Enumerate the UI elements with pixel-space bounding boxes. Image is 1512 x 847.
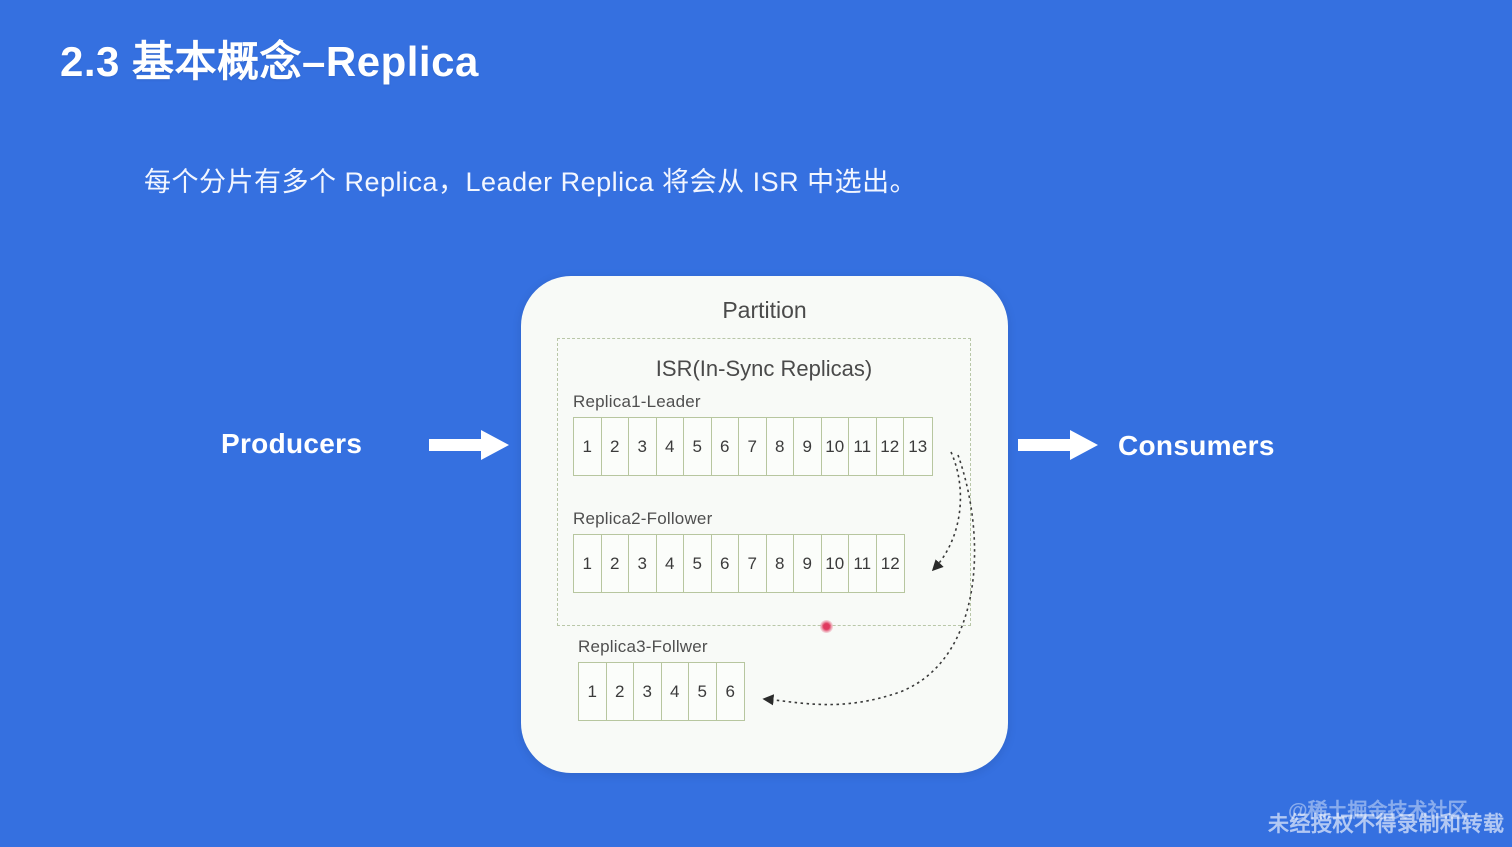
offset-cell: 11 — [849, 535, 877, 592]
offset-cell: 3 — [634, 663, 662, 720]
offset-cell: 3 — [629, 418, 657, 475]
consumers-label: Consumers — [1118, 430, 1275, 461]
offset-cell: 12 — [880, 553, 900, 573]
offset-cell: 4 — [662, 663, 689, 720]
isr-title: ISR(In-Sync Replicas) — [655, 356, 873, 381]
offset-cell: 2 — [607, 663, 634, 720]
offset-cell: 1 — [574, 535, 602, 592]
watermark-notice: 未经授权不得录制和转载 — [1268, 813, 1505, 836]
replica-1-label: Replica1-Leader — [573, 392, 701, 411]
offset-cell: 8 — [767, 418, 794, 475]
offset-cell: 1 — [574, 418, 602, 475]
replica-2-label: Replica2-Follower — [573, 509, 713, 528]
offset-cell: 5 — [684, 535, 712, 592]
offset-cell: 1 — [579, 663, 607, 720]
partition-title: Partition — [722, 297, 807, 323]
consumers-arrow-icon — [1018, 430, 1098, 460]
offset-cell: 13 — [908, 436, 928, 456]
offset-cell: 9 — [794, 535, 822, 592]
offset-cell: 11 — [849, 418, 877, 475]
offset-cell: 4 — [657, 418, 684, 475]
offset-cell: 10 — [822, 418, 849, 475]
offset-cell: 4 — [657, 535, 684, 592]
isr-marker-dot-icon — [820, 620, 833, 633]
replica-3-label: Replica3-Follwer — [578, 637, 708, 656]
offset-cell: 12 — [877, 418, 904, 475]
page-title: 2.3 基本概念–Replica — [60, 38, 479, 85]
producers-arrow-icon — [429, 430, 509, 460]
offset-cell: 6 — [712, 535, 739, 592]
offset-cell: 6 — [712, 418, 739, 475]
offset-cell: 8 — [767, 535, 794, 592]
offset-cell: 10 — [822, 535, 849, 592]
offset-cell: 3 — [629, 535, 657, 592]
offset-cell: 6 — [725, 681, 735, 701]
offset-cell: 2 — [602, 418, 629, 475]
offset-cell: 7 — [739, 418, 767, 475]
offset-cell: 5 — [689, 663, 717, 720]
offset-cell: 2 — [602, 535, 629, 592]
watermark-brand: @稀土掘金技术社区 — [1288, 800, 1468, 822]
producers-label: Producers — [221, 428, 363, 459]
offset-cell: 9 — [794, 418, 822, 475]
page-subtitle: 每个分片有多个 Replica，Leader Replica 将会从 ISR 中… — [144, 167, 918, 197]
offset-cell: 7 — [739, 535, 767, 592]
offset-cell: 5 — [684, 418, 712, 475]
